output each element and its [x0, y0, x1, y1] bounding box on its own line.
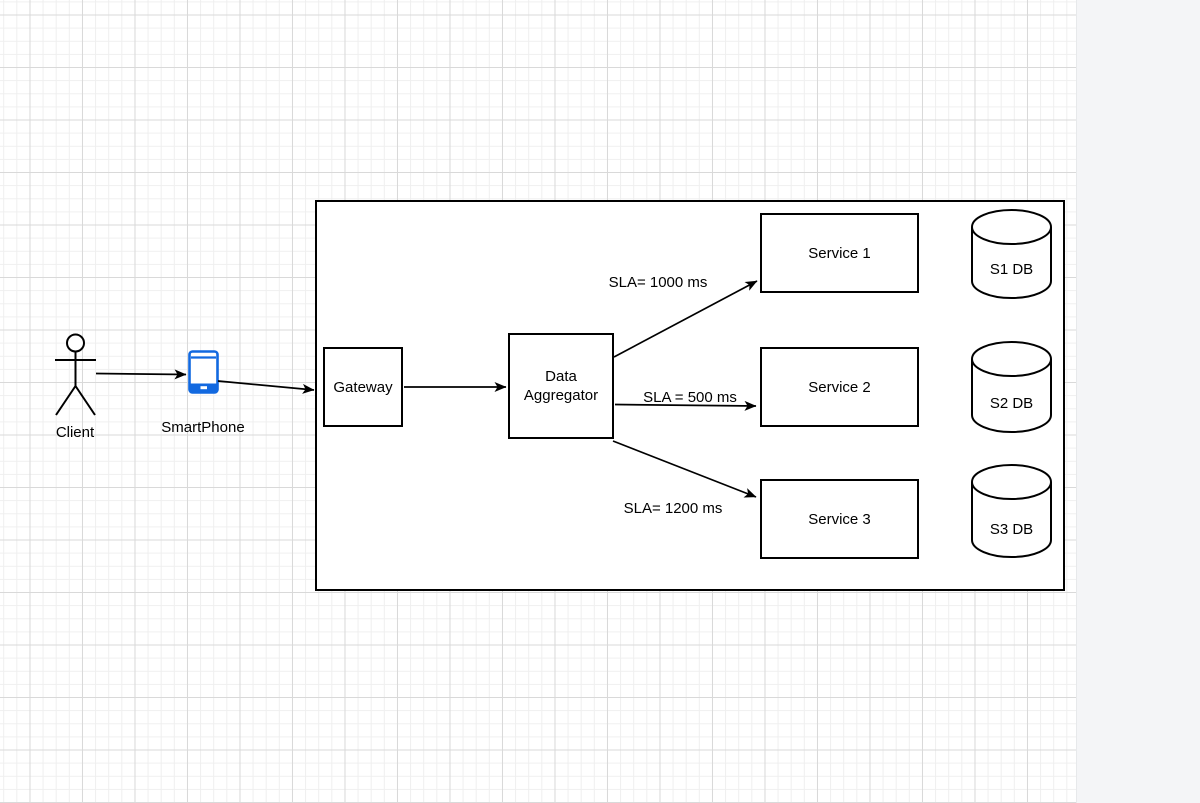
system-boundary-box[interactable]: [315, 200, 1065, 591]
s1db-label[interactable]: S1 DB: [989, 261, 1034, 278]
service2-label: Service 2: [808, 378, 871, 396]
s2db-label[interactable]: S2 DB: [989, 395, 1034, 412]
sla-1000ms-edge-label[interactable]: SLA= 1000 ms: [608, 274, 708, 291]
sla-500ms-edge-label[interactable]: SLA = 500 ms: [643, 389, 737, 406]
service1-label: Service 1: [808, 244, 871, 262]
s3db-label[interactable]: S3 DB: [989, 521, 1034, 538]
smartphone-label[interactable]: SmartPhone: [161, 419, 245, 436]
service3-node[interactable]: Service 3: [760, 479, 919, 559]
sla-1200ms-edge-label[interactable]: SLA= 1200 ms: [623, 500, 723, 517]
gateway-label: Gateway: [333, 378, 393, 396]
service1-node[interactable]: Service 1: [760, 213, 919, 293]
data-aggregator-label: Data Aggregator: [523, 368, 599, 404]
data-aggregator-node[interactable]: Data Aggregator: [508, 333, 614, 439]
client-label[interactable]: Client: [55, 424, 95, 441]
service2-node[interactable]: Service 2: [760, 347, 919, 427]
right-empty-panel: [1076, 0, 1200, 803]
gateway-node[interactable]: Gateway: [323, 347, 403, 427]
service3-label: Service 3: [808, 510, 871, 528]
